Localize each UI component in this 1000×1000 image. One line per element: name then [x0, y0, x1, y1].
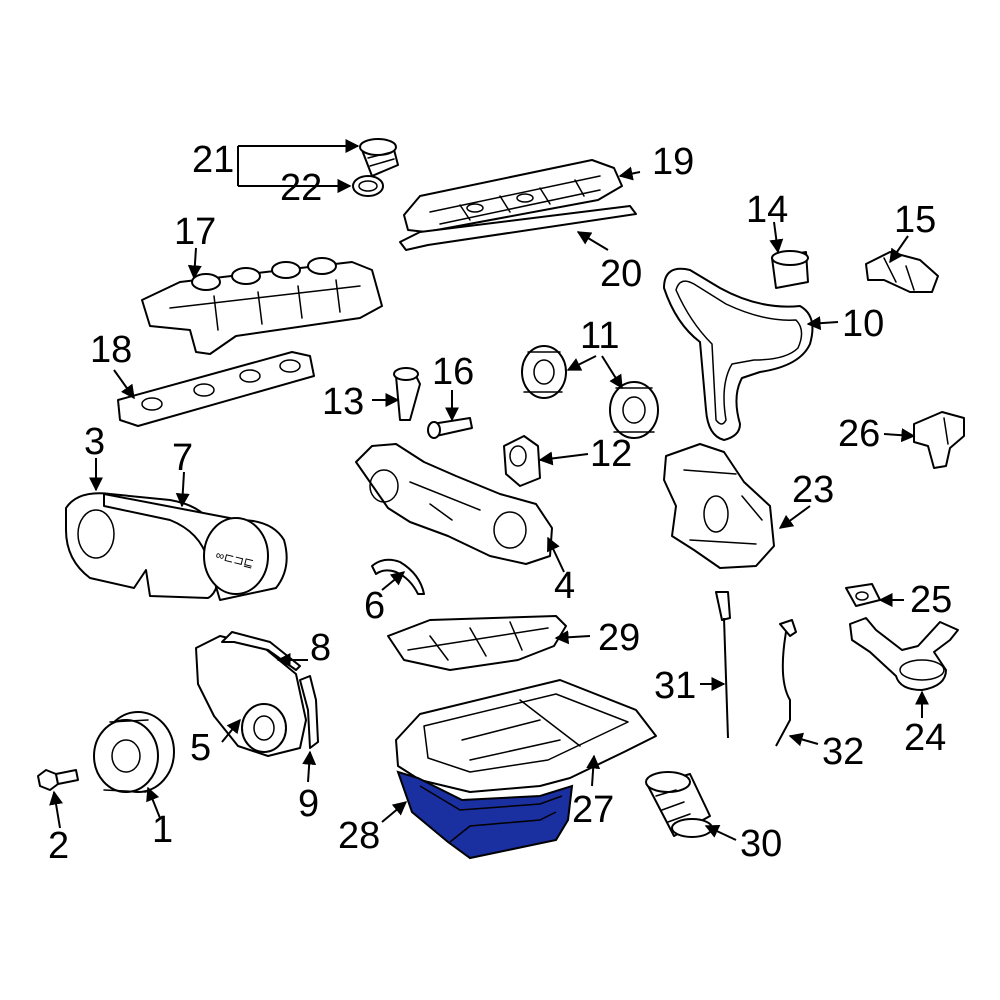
callout-8: 8 [310, 627, 331, 669]
callout-7: 7 [172, 437, 193, 479]
part-20-valve-cover-gasket[interactable] [399, 205, 637, 251]
callout-11: 11 [580, 315, 619, 357]
callout-10: 10 [842, 303, 884, 345]
callout-5: 5 [190, 727, 211, 769]
callout-21: 21 [192, 139, 234, 181]
part-7-timing-belt-cover[interactable]: ∞⊏⊐⊑ [103, 493, 288, 601]
part-22-cap-gasket[interactable] [352, 175, 384, 197]
part-9-gasket[interactable] [299, 675, 319, 749]
part-32-dipstick-tube[interactable] [775, 619, 797, 747]
callout-32: 32 [822, 731, 864, 773]
callout-16: 16 [432, 351, 474, 393]
part-30-oil-filter[interactable] [645, 771, 713, 838]
part-26-sensor[interactable] [913, 411, 965, 469]
callout-3: 3 [84, 421, 105, 463]
leader-lines [49, 139, 929, 841]
callout-4: 4 [554, 565, 575, 607]
callout-31: 31 [654, 665, 696, 707]
part-14-pulley[interactable] [771, 250, 809, 289]
callout-25: 25 [910, 579, 952, 621]
part-17-intake-manifold[interactable] [141, 257, 383, 355]
part-12-tensioner[interactable] [503, 435, 541, 487]
part-29-baffle-plate[interactable] [387, 615, 567, 671]
callout-15: 15 [894, 199, 936, 241]
callout-6: 6 [364, 585, 385, 627]
callout-29: 29 [598, 617, 640, 659]
part-28-lower-oil-pan[interactable] [396, 770, 574, 860]
part-13-sensor[interactable] [393, 367, 421, 421]
callout-18: 18 [90, 329, 132, 371]
part-8-cover-gasket[interactable] [221, 631, 301, 671]
callout-23: 23 [792, 469, 834, 511]
part-18-intake-gasket[interactable] [117, 351, 315, 427]
part-2-pulley-bolt[interactable] [37, 769, 79, 791]
callout-26: 26 [838, 413, 880, 455]
part-4-inner-timing-cover[interactable] [355, 443, 553, 565]
part-25-strainer-gasket[interactable] [845, 583, 881, 607]
callout-labels: 1 2 3 4 5 6 7 8 9 10 11 12 13 14 15 16 1… [48, 139, 952, 867]
part-21-oil-filler-cap[interactable] [359, 138, 399, 177]
part-16-bolt[interactable] [427, 417, 473, 439]
part-23-oil-pump[interactable] [663, 443, 775, 569]
part-10-timing-belt[interactable] [663, 267, 814, 441]
callout-14: 14 [746, 189, 788, 231]
part-6-seal[interactable] [371, 558, 425, 595]
callout-24: 24 [904, 717, 946, 759]
part-1-crank-pulley[interactable] [93, 711, 175, 793]
callout-12: 12 [590, 433, 632, 475]
callout-13: 13 [322, 381, 364, 423]
part-11-idler-pulleys[interactable] [521, 345, 659, 439]
part-15-bracket[interactable] [865, 251, 939, 293]
part-27-upper-oil-pan[interactable] [395, 679, 657, 793]
part-24-oil-strainer[interactable] [849, 617, 959, 691]
callout-22: 22 [280, 167, 322, 209]
part-5-lower-timing-cover[interactable] [195, 635, 307, 757]
callout-17: 17 [174, 211, 216, 253]
callout-28: 28 [338, 815, 380, 857]
part-19-valve-cover[interactable] [403, 159, 623, 233]
part-31-dipstick[interactable] [715, 591, 731, 739]
callout-19: 19 [652, 141, 694, 183]
callout-20: 20 [600, 253, 642, 295]
callout-2: 2 [48, 825, 69, 867]
callout-27: 27 [572, 789, 614, 831]
callout-9: 9 [298, 783, 319, 825]
callout-1: 1 [152, 809, 173, 851]
callout-30: 30 [740, 823, 782, 865]
